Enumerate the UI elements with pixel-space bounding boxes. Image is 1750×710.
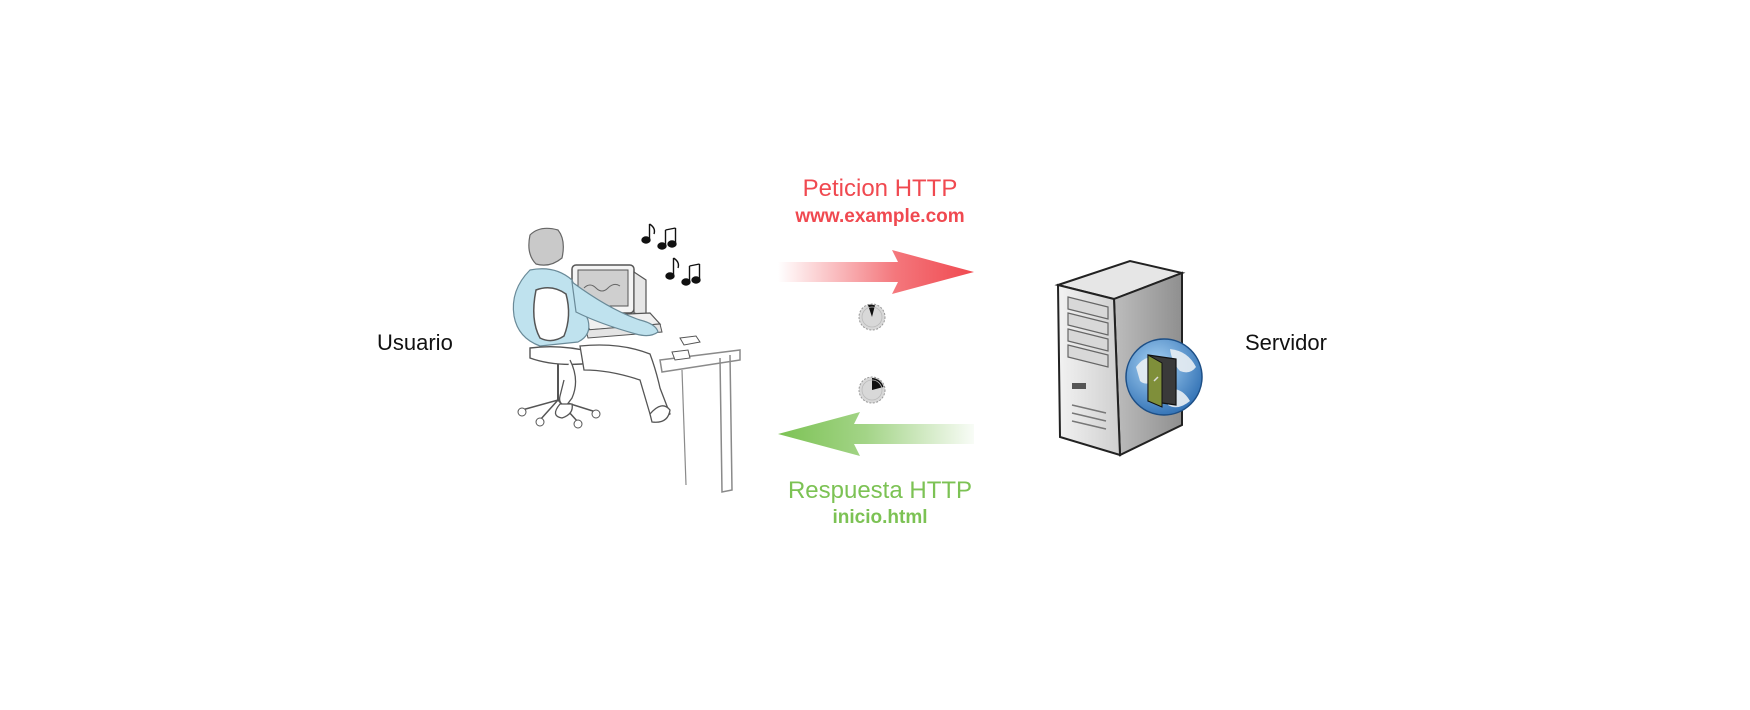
request-title: Peticion HTTP — [802, 175, 958, 202]
music-notes-icon — [641, 223, 701, 286]
request-url: www.example.com — [795, 206, 965, 227]
request-arrow — [778, 250, 974, 294]
response-file: inicio.html — [832, 507, 928, 528]
timer-icon — [858, 376, 886, 404]
response-title: Respuesta HTTP — [787, 477, 973, 504]
user-at-computer-icon — [512, 227, 741, 493]
response-arrow — [778, 412, 974, 456]
user-label: Usuario — [377, 330, 453, 355]
web-server-globe-icon — [1054, 259, 1203, 457]
server-label: Servidor — [1245, 330, 1327, 355]
timer-icon — [858, 303, 886, 331]
